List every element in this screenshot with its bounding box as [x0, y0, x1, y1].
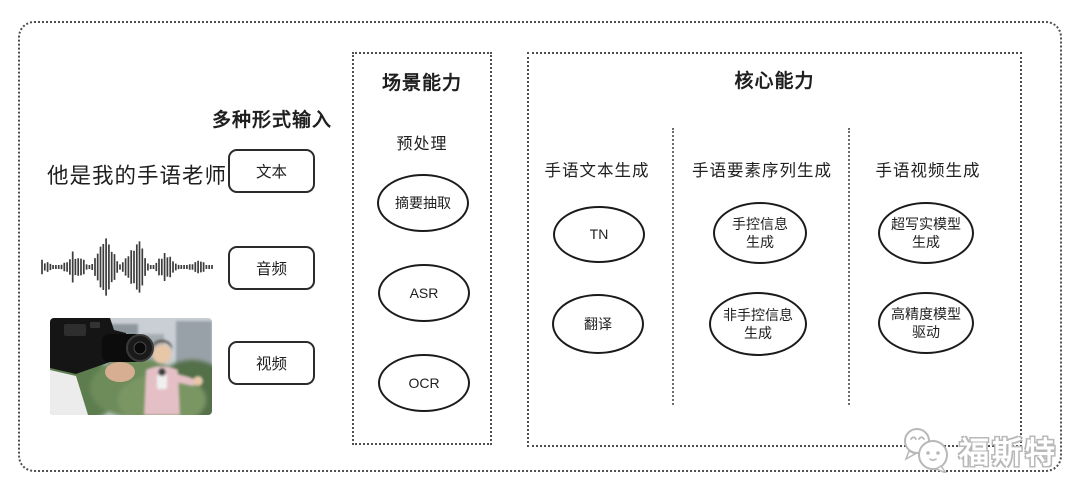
column-header-sign-video: 手语视频生成	[875, 162, 981, 180]
core-capability-title: 核心能力	[734, 71, 815, 92]
outer-border	[18, 21, 1062, 472]
input-box-audio: 音频	[228, 246, 315, 290]
column-header-sign-element-sequence: 手语要素序列生成	[692, 162, 832, 180]
input-box-audio-label: 音频	[255, 261, 287, 278]
watermark-text: 福斯特	[959, 437, 1058, 470]
input-section-header: 多种形式输入	[211, 110, 332, 131]
camera-figure	[50, 318, 154, 415]
node-manual-info-generation: 手控信息 生成	[713, 202, 807, 264]
input-box-video-label: 视频	[255, 356, 287, 373]
core-capability-box	[527, 52, 1022, 447]
scene-capability-box	[352, 52, 492, 445]
reporter-figure	[144, 340, 203, 415]
wechat-bubbles-icon	[904, 428, 948, 473]
node-tn: TN	[553, 206, 645, 263]
video-thumbnail-graphic	[50, 318, 212, 415]
column-divider-2	[848, 128, 850, 405]
input-box-text: 文本	[228, 149, 315, 193]
node-high-precision-model-driving: 高精度模型 驱动	[878, 292, 974, 354]
column-header-sign-text: 手语文本生成	[544, 162, 650, 180]
node-summary-extraction: 摘要抽取	[377, 174, 469, 232]
audio-waveform	[38, 232, 216, 302]
node-asr: ASR	[378, 264, 470, 322]
node-translation: 翻译	[552, 294, 644, 354]
audio-waveform-graphic	[41, 238, 213, 296]
scene-capability-title: 场景能力	[381, 73, 462, 94]
node-non-manual-info-generation: 非手控信息 生成	[709, 292, 807, 356]
input-box-video: 视频	[228, 341, 315, 385]
input-box-text-label: 文本	[255, 164, 287, 181]
preprocess-label: 预处理	[396, 136, 448, 153]
sample-sentence-text: 他是我的手语老师	[47, 164, 228, 188]
node-ocr: OCR	[378, 354, 470, 412]
video-thumbnail	[50, 318, 212, 415]
column-divider-1	[672, 128, 674, 405]
watermark: 福斯特	[900, 428, 1058, 473]
node-hyperrealistic-model-generation: 超写实模型 生成	[878, 202, 974, 264]
